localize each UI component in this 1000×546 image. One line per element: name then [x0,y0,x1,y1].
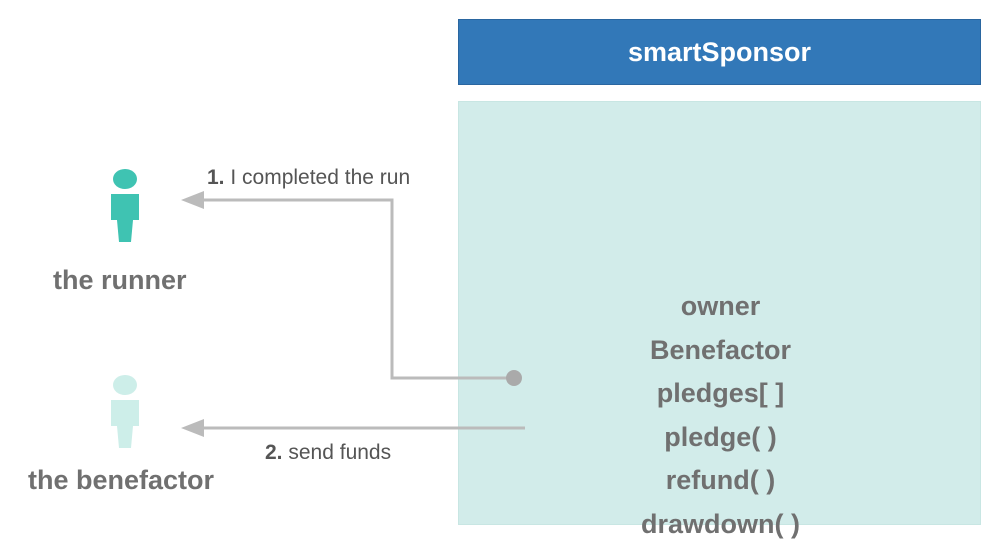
message-label-1: 1. I completed the run [207,166,410,190]
message-text-2: send funds [288,441,391,464]
message-step-2: 2. [265,441,283,464]
message-step-1: 1. [207,166,225,189]
benefactor-label: the benefactor [28,465,214,496]
runner-label: the runner [53,265,187,296]
runner-person-icon [105,166,145,246]
arrow-origin-dot [506,370,522,386]
message-label-2: 2. send funds [265,441,391,465]
arrowhead-completed-run [181,191,204,209]
arrow-completed-run [200,200,514,378]
message-text-1: I completed the run [230,166,410,189]
benefactor-person-icon [105,372,145,452]
arrowhead-send-funds [181,419,204,437]
